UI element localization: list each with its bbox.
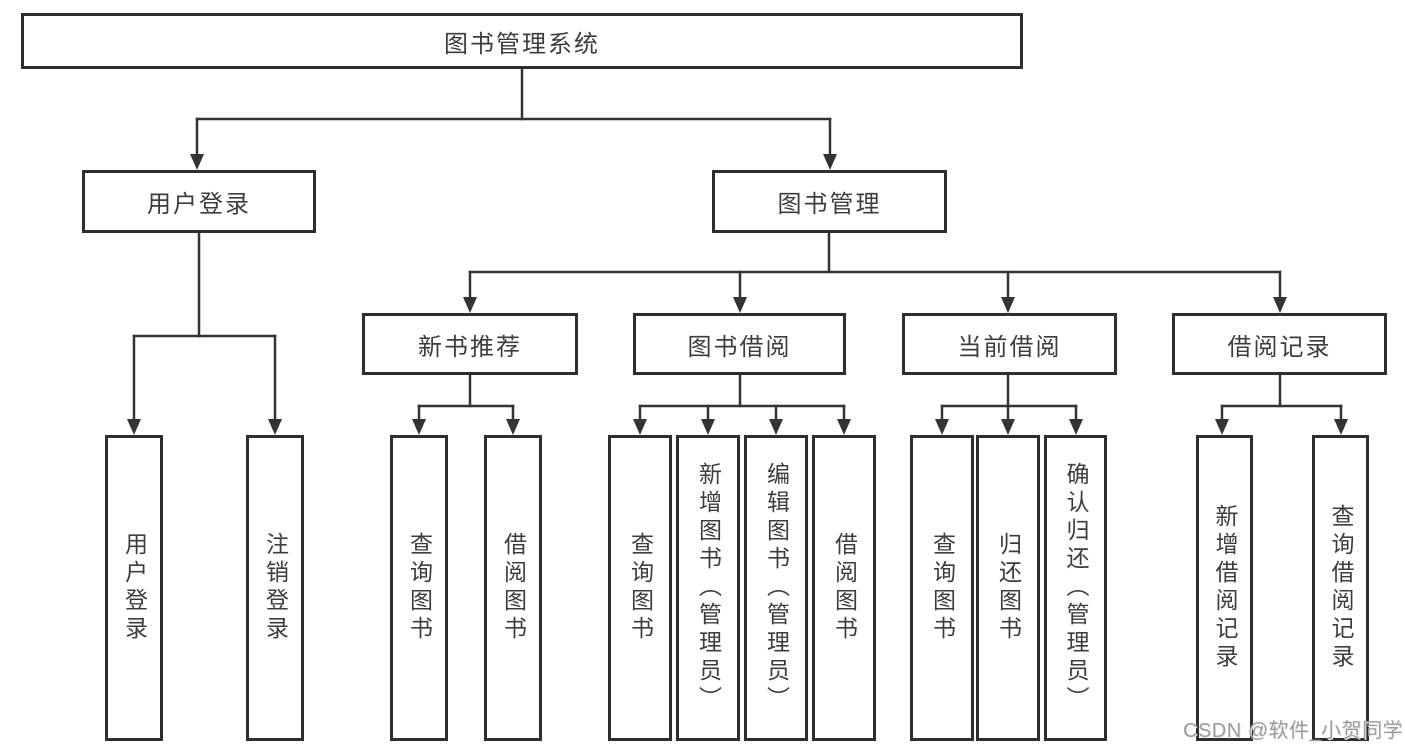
node-borrowing-records: 借阅记录 bbox=[1172, 313, 1387, 375]
node-root-label: 图书管理系统 bbox=[444, 30, 600, 58]
arrow-head bbox=[1001, 419, 1015, 435]
leaf-borrow-query-label: 查询图书 bbox=[627, 532, 654, 644]
node-new-book-recommend-label: 新书推荐 bbox=[418, 333, 522, 361]
leaf-record-add: 新增借阅记录 bbox=[1196, 435, 1253, 741]
leaf-record-query-label: 查询借阅记录 bbox=[1328, 504, 1354, 672]
leaf-borrow-query: 查询图书 bbox=[608, 435, 672, 741]
watermark: CSDN @软件_小贺同学 bbox=[1183, 720, 1404, 742]
arrow-head bbox=[633, 419, 647, 435]
arrow-head bbox=[733, 297, 747, 313]
leaf-current-query: 查询图书 bbox=[910, 435, 974, 741]
leaf-borrow-borrow-label: 借阅图书 bbox=[831, 532, 858, 644]
connector-current-borrowing-to-leaves bbox=[935, 373, 1083, 435]
arrow-head bbox=[823, 154, 837, 170]
arrow-head bbox=[127, 419, 141, 435]
node-book-borrowing: 图书借阅 bbox=[633, 313, 846, 375]
node-new-book-recommend: 新书推荐 bbox=[362, 313, 578, 375]
node-book-management: 图书管理 bbox=[712, 170, 947, 233]
arrow-head bbox=[1215, 419, 1229, 435]
node-user-login-label: 用户登录 bbox=[147, 191, 251, 218]
leaf-newbook-query: 查询图书 bbox=[390, 435, 448, 741]
leaf-newbook-borrow-label: 借阅图书 bbox=[500, 532, 527, 644]
leaf-record-add-label: 新增借阅记录 bbox=[1212, 504, 1238, 672]
node-current-borrowing-label: 当前借阅 bbox=[957, 333, 1062, 361]
leaf-borrow-add-admin: 新增图书（管理员） bbox=[676, 435, 740, 741]
arrow-head bbox=[268, 419, 282, 435]
arrow-head bbox=[1069, 419, 1083, 435]
arrow-head bbox=[769, 419, 783, 435]
node-user-login: 用户登录 bbox=[82, 170, 316, 233]
connector-book-management-to-level3 bbox=[463, 231, 1287, 313]
connector-root-to-level2 bbox=[190, 66, 837, 170]
leaf-user-login-label: 用户登录 bbox=[121, 532, 148, 644]
leaf-current-return-label: 归还图书 bbox=[995, 532, 1022, 644]
arrow-head bbox=[463, 297, 477, 313]
leaf-borrow-edit-admin-label: 编辑图书（管理员） bbox=[763, 462, 790, 714]
node-borrowing-records-label: 借阅记录 bbox=[1227, 333, 1332, 361]
arrow-head bbox=[701, 419, 715, 435]
leaf-newbook-query-label: 查询图书 bbox=[406, 532, 433, 644]
leaf-borrow-add-admin-label: 新增图书（管理员） bbox=[695, 462, 722, 714]
leaf-record-query: 查询借阅记录 bbox=[1312, 435, 1369, 741]
arrow-head bbox=[1001, 297, 1015, 313]
connector-new-book-recommend-to-leaves bbox=[412, 373, 520, 435]
arrow-head bbox=[1273, 297, 1287, 313]
leaf-current-return: 归还图书 bbox=[976, 435, 1040, 741]
leaf-logout: 注销登录 bbox=[246, 435, 304, 741]
leaf-current-query-label: 查询图书 bbox=[929, 532, 956, 644]
arrow-head bbox=[412, 419, 426, 435]
arrow-head bbox=[837, 419, 851, 435]
node-root: 图书管理系统 bbox=[21, 13, 1023, 69]
leaf-current-confirm-admin-label: 确认归还（管理员） bbox=[1063, 462, 1089, 714]
connector-user-login-to-leaves bbox=[127, 231, 282, 435]
arrow-head bbox=[190, 154, 204, 170]
arrow-head bbox=[1334, 419, 1348, 435]
leaf-borrow-edit-admin: 编辑图书（管理员） bbox=[744, 435, 808, 741]
leaf-logout-label: 注销登录 bbox=[262, 532, 289, 644]
connector-book-borrowing-to-leaves bbox=[633, 373, 851, 435]
leaf-user-login: 用户登录 bbox=[105, 435, 163, 741]
leaf-current-confirm-admin: 确认归还（管理员） bbox=[1044, 435, 1107, 741]
arrow-head bbox=[506, 419, 520, 435]
leaf-newbook-borrow: 借阅图书 bbox=[484, 435, 542, 741]
node-book-management-label: 图书管理 bbox=[777, 191, 882, 218]
connector-borrowing-records-to-leaves bbox=[1215, 373, 1348, 435]
leaf-borrow-borrow: 借阅图书 bbox=[812, 435, 876, 741]
node-book-borrowing-label: 图书借阅 bbox=[687, 333, 792, 361]
arrow-head bbox=[935, 419, 949, 435]
node-current-borrowing: 当前借阅 bbox=[902, 313, 1117, 375]
